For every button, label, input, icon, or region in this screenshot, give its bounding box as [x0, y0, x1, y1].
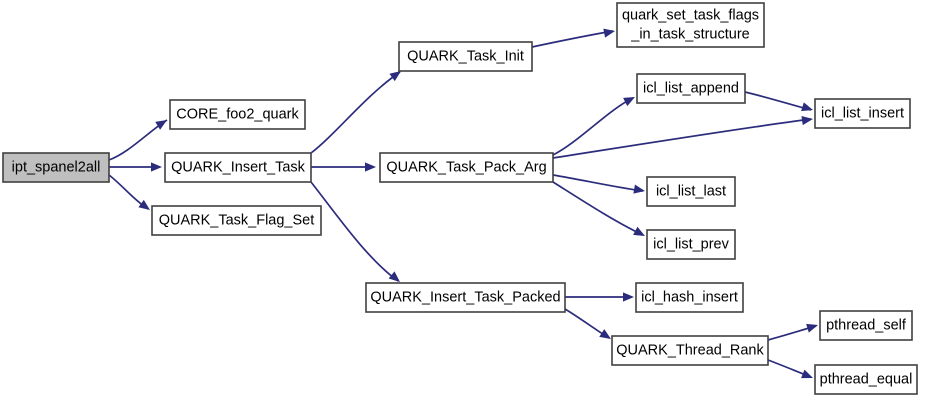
- node-box-CORE_foo2_quark[interactable]: [169, 99, 306, 130]
- node-box-icl_hash_insert[interactable]: [635, 282, 744, 313]
- node-box-QUARK_Task_Pack_Arg[interactable]: [379, 152, 554, 183]
- node-box-QUARK_Insert_Task_Packed[interactable]: [365, 282, 566, 313]
- edge-QUARK_Task_Pack_Arg-to-icl_list_insert: [552, 118, 812, 159]
- node-box-pthread_equal[interactable]: [814, 364, 918, 395]
- node-icl_hash_insert[interactable]: icl_hash_insert: [635, 282, 744, 313]
- arrowhead-icon: [155, 120, 167, 130]
- edge-QUARK_Task_Init-to-quark_set_task_flags_in_task_structure: [531, 30, 614, 48]
- edge-QUARK_Task_Pack_Arg-to-icl_list_prev: [552, 181, 644, 236]
- arrowhead-icon: [633, 226, 645, 236]
- node-QUARK_Task_Pack_Arg[interactable]: QUARK_Task_Pack_Arg: [379, 152, 554, 183]
- node-box-ipt_spanel2all[interactable]: [2, 152, 110, 183]
- node-icl_list_insert[interactable]: icl_list_insert: [814, 98, 911, 129]
- arrowhead-icon: [599, 329, 611, 339]
- nodes-layer: ipt_spanel2all CORE_foo2_quarkQUARK_Inser…: [2, 2, 918, 395]
- node-box-icl_list_append[interactable]: [636, 73, 746, 104]
- node-box-QUARK_Insert_Task[interactable]: [164, 152, 312, 183]
- arrowhead-icon: [801, 115, 813, 126]
- node-box-icl_list_insert[interactable]: [814, 98, 911, 129]
- node-CORE_foo2_quark[interactable]: CORE_foo2_quark: [169, 99, 306, 130]
- edge-QUARK_Task_Pack_Arg-to-icl_list_last: [552, 174, 644, 192]
- node-icl_list_prev[interactable]: icl_list_prev: [646, 229, 736, 260]
- node-box-pthread_self[interactable]: [819, 310, 913, 341]
- node-QUARK_Insert_Task_Packed[interactable]: QUARK_Insert_Task_Packed: [365, 282, 566, 313]
- arrowhead-icon: [603, 28, 615, 38]
- node-quark_set_task_flags_in_task_structure[interactable]: quark_set_task_flags_in_task_structure: [616, 2, 765, 48]
- node-ipt_spanel2all[interactable]: ipt_spanel2all: [2, 152, 110, 183]
- node-QUARK_Insert_Task[interactable]: QUARK_Insert_Task: [164, 152, 312, 183]
- node-pthread_self[interactable]: pthread_self: [819, 310, 913, 341]
- arrowhead-icon: [801, 369, 813, 379]
- arrowhead-icon: [388, 271, 400, 282]
- arrowhead-icon: [806, 323, 818, 333]
- node-box-QUARK_Thread_Rank[interactable]: [611, 335, 769, 366]
- node-icl_list_last[interactable]: icl_list_last: [646, 176, 736, 207]
- arrowhead-icon: [623, 292, 634, 302]
- node-box-icl_list_last[interactable]: [646, 176, 736, 207]
- node-QUARK_Task_Init[interactable]: QUARK_Task_Init: [398, 41, 533, 72]
- node-QUARK_Task_Flag_Set[interactable]: QUARK_Task_Flag_Set: [151, 205, 322, 236]
- edge-icl_list_append-to-icl_list_insert: [744, 91, 812, 111]
- arrowhead-icon: [623, 97, 635, 107]
- arrowhead-icon: [801, 102, 813, 112]
- arrowhead-icon: [151, 162, 162, 172]
- arrowheads-layer: [138, 28, 818, 379]
- node-box-quark_set_task_flags_in_task_structure[interactable]: [616, 2, 765, 48]
- edge-QUARK_Task_Pack_Arg-to-icl_list_append: [552, 97, 634, 156]
- arrowhead-icon: [389, 71, 401, 82]
- node-QUARK_Thread_Rank[interactable]: QUARK_Thread_Rank: [611, 335, 769, 366]
- node-box-QUARK_Task_Flag_Set[interactable]: [151, 205, 322, 236]
- node-pthread_equal[interactable]: pthread_equal: [814, 364, 918, 395]
- edge-QUARK_Insert_Task-to-QUARK_Task_Init: [310, 71, 401, 154]
- node-box-icl_list_prev[interactable]: [646, 229, 736, 260]
- arrowhead-icon: [365, 162, 376, 172]
- edge-QUARK_Insert_Task-to-QUARK_Insert_Task_Packed: [310, 181, 399, 282]
- arrowhead-icon: [633, 184, 645, 194]
- arrowhead-icon: [138, 199, 150, 210]
- node-box-QUARK_Task_Init[interactable]: [398, 41, 533, 72]
- node-icl_list_append[interactable]: icl_list_append: [636, 73, 746, 104]
